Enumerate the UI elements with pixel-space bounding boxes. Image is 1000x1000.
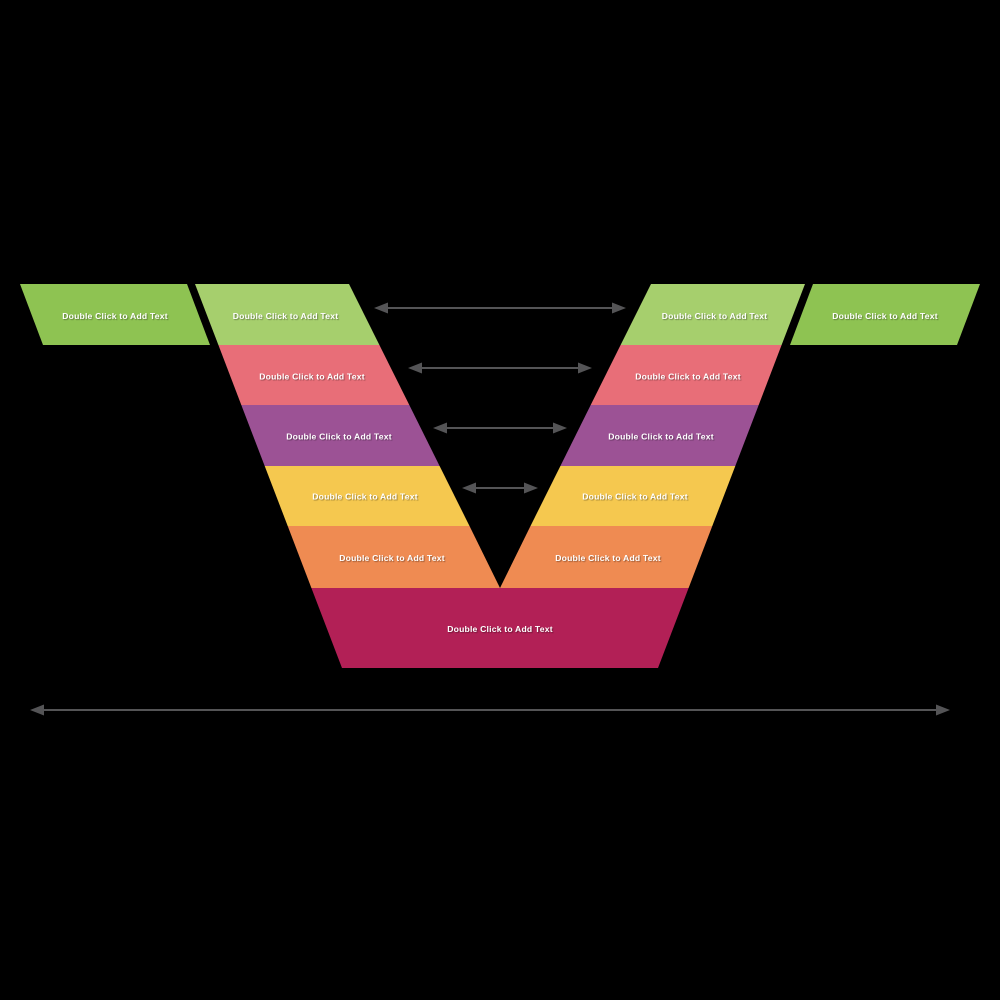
left-side-tab[interactable] bbox=[20, 284, 210, 345]
level-1-connector-arrow[interactable] bbox=[374, 302, 626, 314]
level-1-connector-right-arrowhead-icon bbox=[612, 302, 626, 314]
side-tabs: Double Click to Add Text Double Click to… bbox=[20, 284, 980, 345]
level-4-connector-left-arrowhead-icon bbox=[462, 482, 476, 494]
right-side-tab[interactable] bbox=[790, 284, 980, 345]
level-4-left-band[interactable] bbox=[264, 466, 470, 526]
level-2-connector-left-arrowhead-icon bbox=[408, 362, 422, 374]
level-connectors bbox=[374, 302, 626, 494]
level-3: Double Click to Add Text Double Click to… bbox=[241, 405, 759, 466]
level-4: Double Click to Add Text Double Click to… bbox=[264, 466, 736, 526]
level-6: Double Click to Add Text bbox=[311, 588, 689, 668]
level-2-left-band[interactable] bbox=[218, 345, 410, 405]
level-5: Double Click to Add Text Double Click to… bbox=[287, 526, 713, 588]
level-3-left-band[interactable] bbox=[241, 405, 440, 466]
level-6-base-band[interactable] bbox=[311, 588, 689, 668]
level-4-right-band[interactable] bbox=[530, 466, 736, 526]
bottom-span-right-arrowhead-icon bbox=[936, 704, 950, 716]
level-1-left-band[interactable] bbox=[195, 284, 380, 345]
level-3-connector-right-arrowhead-icon bbox=[553, 422, 567, 434]
level-2-right-band[interactable] bbox=[590, 345, 782, 405]
level-1-connector-left-arrowhead-icon bbox=[374, 302, 388, 314]
level-2-connector-arrow[interactable] bbox=[408, 362, 592, 374]
level-1-right-band[interactable] bbox=[620, 284, 805, 345]
level-2: Double Click to Add Text Double Click to… bbox=[218, 345, 782, 405]
level-1: Double Click to Add Text Double Click to… bbox=[195, 284, 805, 345]
bottom-span-left-arrowhead-icon bbox=[30, 704, 44, 716]
level-3-connector-left-arrowhead-icon bbox=[433, 422, 447, 434]
level-3-connector-arrow[interactable] bbox=[433, 422, 567, 434]
level-5-right-band[interactable] bbox=[500, 526, 713, 588]
level-2-connector-right-arrowhead-icon bbox=[578, 362, 592, 374]
level-5-left-band[interactable] bbox=[287, 526, 500, 588]
bottom-span-arrow[interactable] bbox=[30, 704, 950, 716]
level-4-connector-right-arrowhead-icon bbox=[524, 482, 538, 494]
level-3-right-band[interactable] bbox=[560, 405, 759, 466]
level-4-connector-arrow[interactable] bbox=[462, 482, 538, 494]
